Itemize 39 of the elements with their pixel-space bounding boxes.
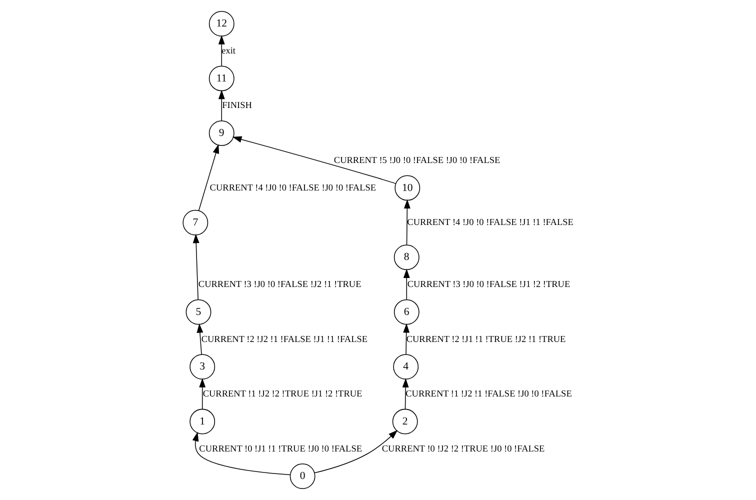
node-circle: 12 — [208, 11, 234, 36]
node-circle: 1 — [189, 408, 215, 434]
arrow — [192, 234, 199, 300]
edge-label: CURRENT !3 !J0 !0 !FALSE !J2 !1 !TRUE — [198, 280, 361, 290]
node-circle: 6 — [393, 299, 419, 325]
edge-label: CURRENT !2 !J1 !1 !TRUE !J2 !1 !TRUE — [406, 334, 566, 345]
arrow — [402, 268, 410, 300]
arrow — [198, 144, 219, 212]
node-circle: 11 — [208, 66, 234, 92]
node-circle: 0 — [289, 464, 315, 489]
edge-label: CURRENT !4 !J0 !0 !FALSE !J1 !1 !FALSE — [406, 218, 573, 228]
arrow — [196, 324, 203, 355]
node-circle: 9 — [208, 120, 234, 146]
edge-label: CURRENT !1 !J2 !1 !FALSE !J0 !0 !FALSE — [405, 390, 572, 400]
arrow — [403, 199, 410, 246]
arrow — [402, 378, 408, 410]
arrow — [232, 136, 396, 184]
edge-label: CURRENT !1 !J2 !2 !TRUE !J1 !2 !TRUE — [202, 390, 362, 400]
node-circle: 7 — [182, 210, 208, 236]
arrow — [198, 378, 206, 410]
edge-label: CURRENT !4 !J0 !0 !FALSE !J0 !0 !FALSE — [209, 183, 376, 194]
node-circle: 4 — [392, 354, 418, 380]
arrow — [218, 90, 224, 122]
node-circle: 3 — [189, 354, 215, 380]
arrow — [314, 430, 398, 474]
edge-label: CURRENT !5 !J0 !0 !FALSE !J0 !0 !FALSE — [333, 156, 500, 166]
arrow — [402, 323, 410, 355]
edge-label: exit — [221, 46, 236, 57]
arrow — [218, 35, 224, 66]
edge-label: CURRENT !3 !J0 !0 !FALSE !J1 !2 !TRUE — [406, 280, 570, 290]
node-circle: 8 — [393, 244, 419, 270]
edge-label: CURRENT !0 !J2 !2 !TRUE !J0 !0 !FALSE — [381, 444, 544, 454]
node-circle: 5 — [185, 299, 211, 325]
edge-label: CURRENT !0 !J1 !1 !TRUE !J0 !0 !FALSE — [198, 444, 362, 454]
arrow — [192, 432, 290, 476]
node-circle: 2 — [392, 408, 418, 434]
edge-label: CURRENT !2 !J2 !1 !FALSE !J1 !1 !FALSE — [200, 334, 368, 345]
edge-label: FINISH — [222, 101, 252, 112]
node-circle: 10 — [394, 175, 420, 201]
